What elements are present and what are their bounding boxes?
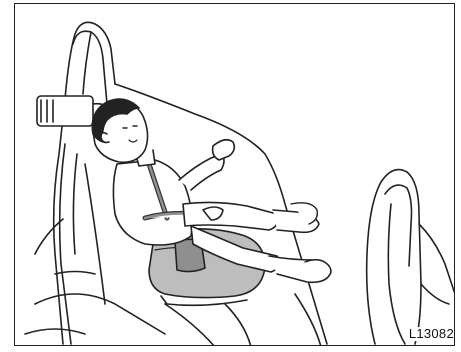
figure-code: L13082 [407, 327, 454, 341]
floor-lines [165, 294, 321, 346]
front-seat [367, 170, 455, 344]
child-booster-seat-illustration [15, 4, 455, 346]
illustration-frame: L13082 [14, 3, 455, 346]
